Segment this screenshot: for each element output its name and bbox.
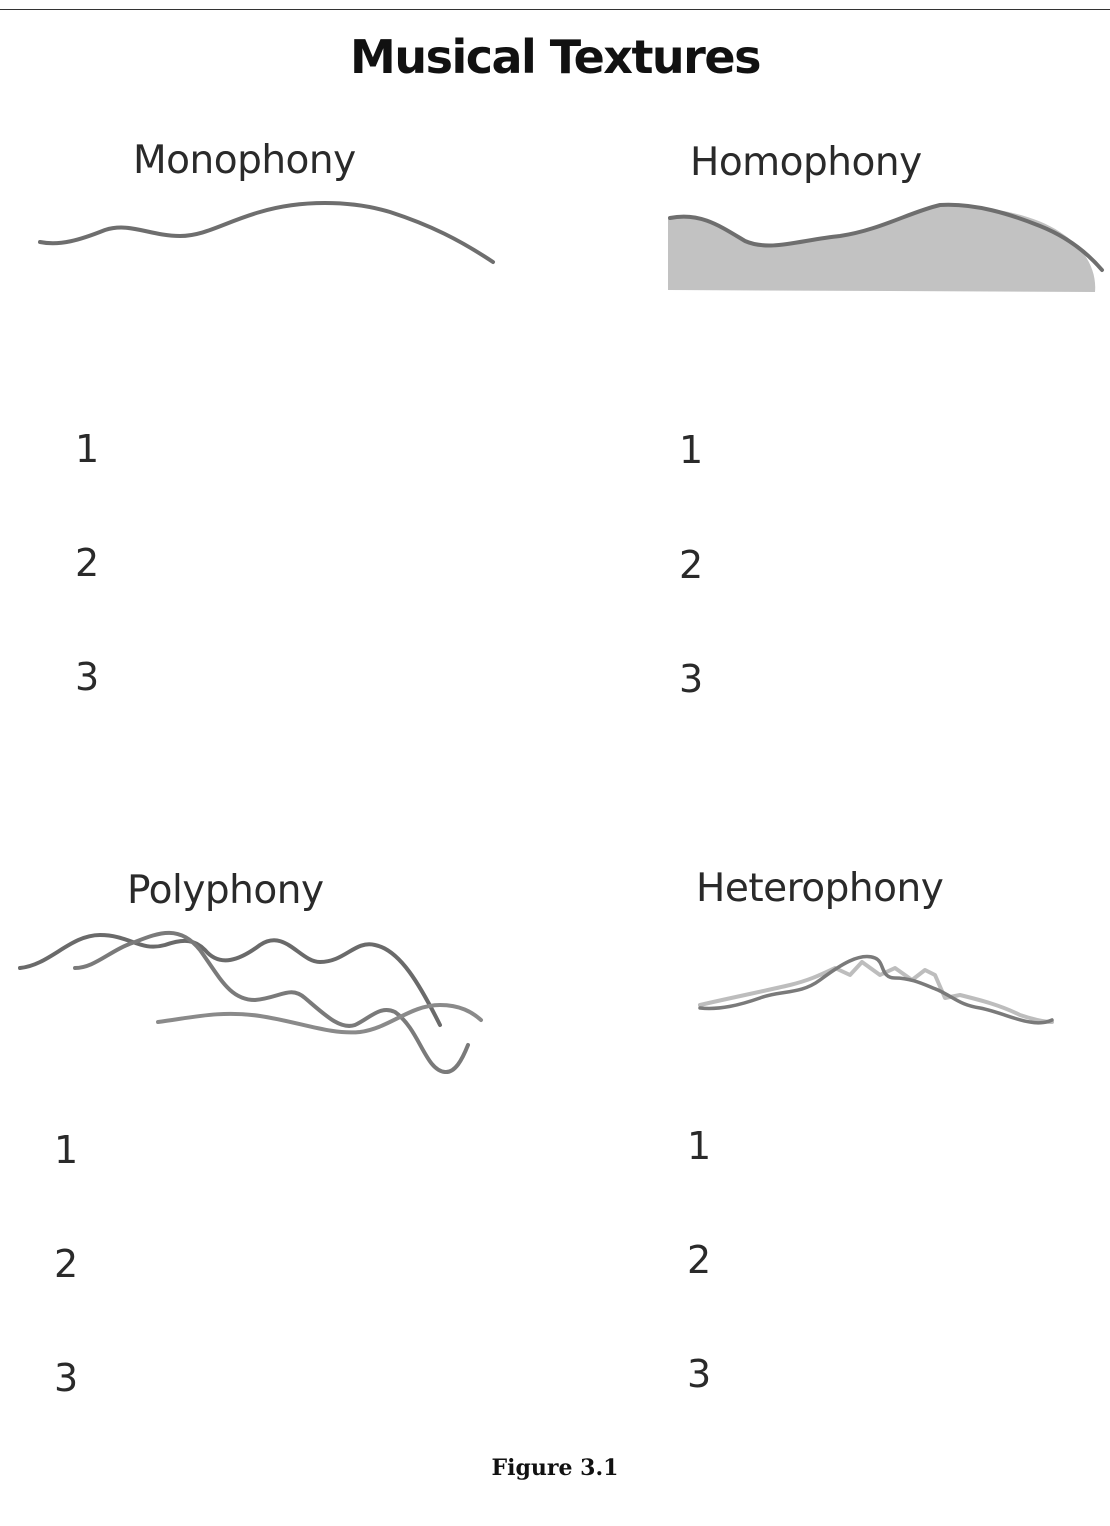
homophony-item-1: 1 [679, 428, 704, 472]
polyphony-label: Polyphony [127, 868, 324, 913]
figure-caption: Figure 3.1 [491, 1455, 619, 1481]
polyphony-item-3: 3 [54, 1356, 79, 1400]
monophony-item-2: 2 [75, 541, 100, 585]
top-rule [0, 9, 1110, 10]
heterophony-item-1: 1 [687, 1124, 712, 1168]
homophony-item-2: 2 [679, 543, 704, 587]
heterophony-line-dark [698, 954, 1054, 1025]
polyphony-item-2: 2 [54, 1242, 79, 1286]
monophony-label: Monophony [133, 138, 356, 183]
polyphony-line-3 [156, 1002, 483, 1035]
polyphony-item-1: 1 [54, 1128, 79, 1172]
heterophony-item-3: 3 [687, 1352, 712, 1396]
homophony-item-3: 3 [679, 657, 704, 701]
heterophony-line-light [698, 960, 1054, 1024]
heterophony-item-2: 2 [687, 1238, 712, 1282]
homophony-melody-line [668, 202, 1104, 272]
homophony-fill [668, 205, 1096, 292]
polyphony-line-1 [18, 932, 442, 1027]
monophony-item-1: 1 [75, 427, 100, 471]
heterophony-label: Heterophony [696, 866, 944, 911]
polyphony-line-2 [73, 930, 470, 1074]
homophony-label: Homophony [690, 140, 922, 185]
monophony-item-3: 3 [75, 655, 100, 699]
monophony-line [38, 201, 495, 264]
page-title: Musical Textures [350, 30, 761, 84]
